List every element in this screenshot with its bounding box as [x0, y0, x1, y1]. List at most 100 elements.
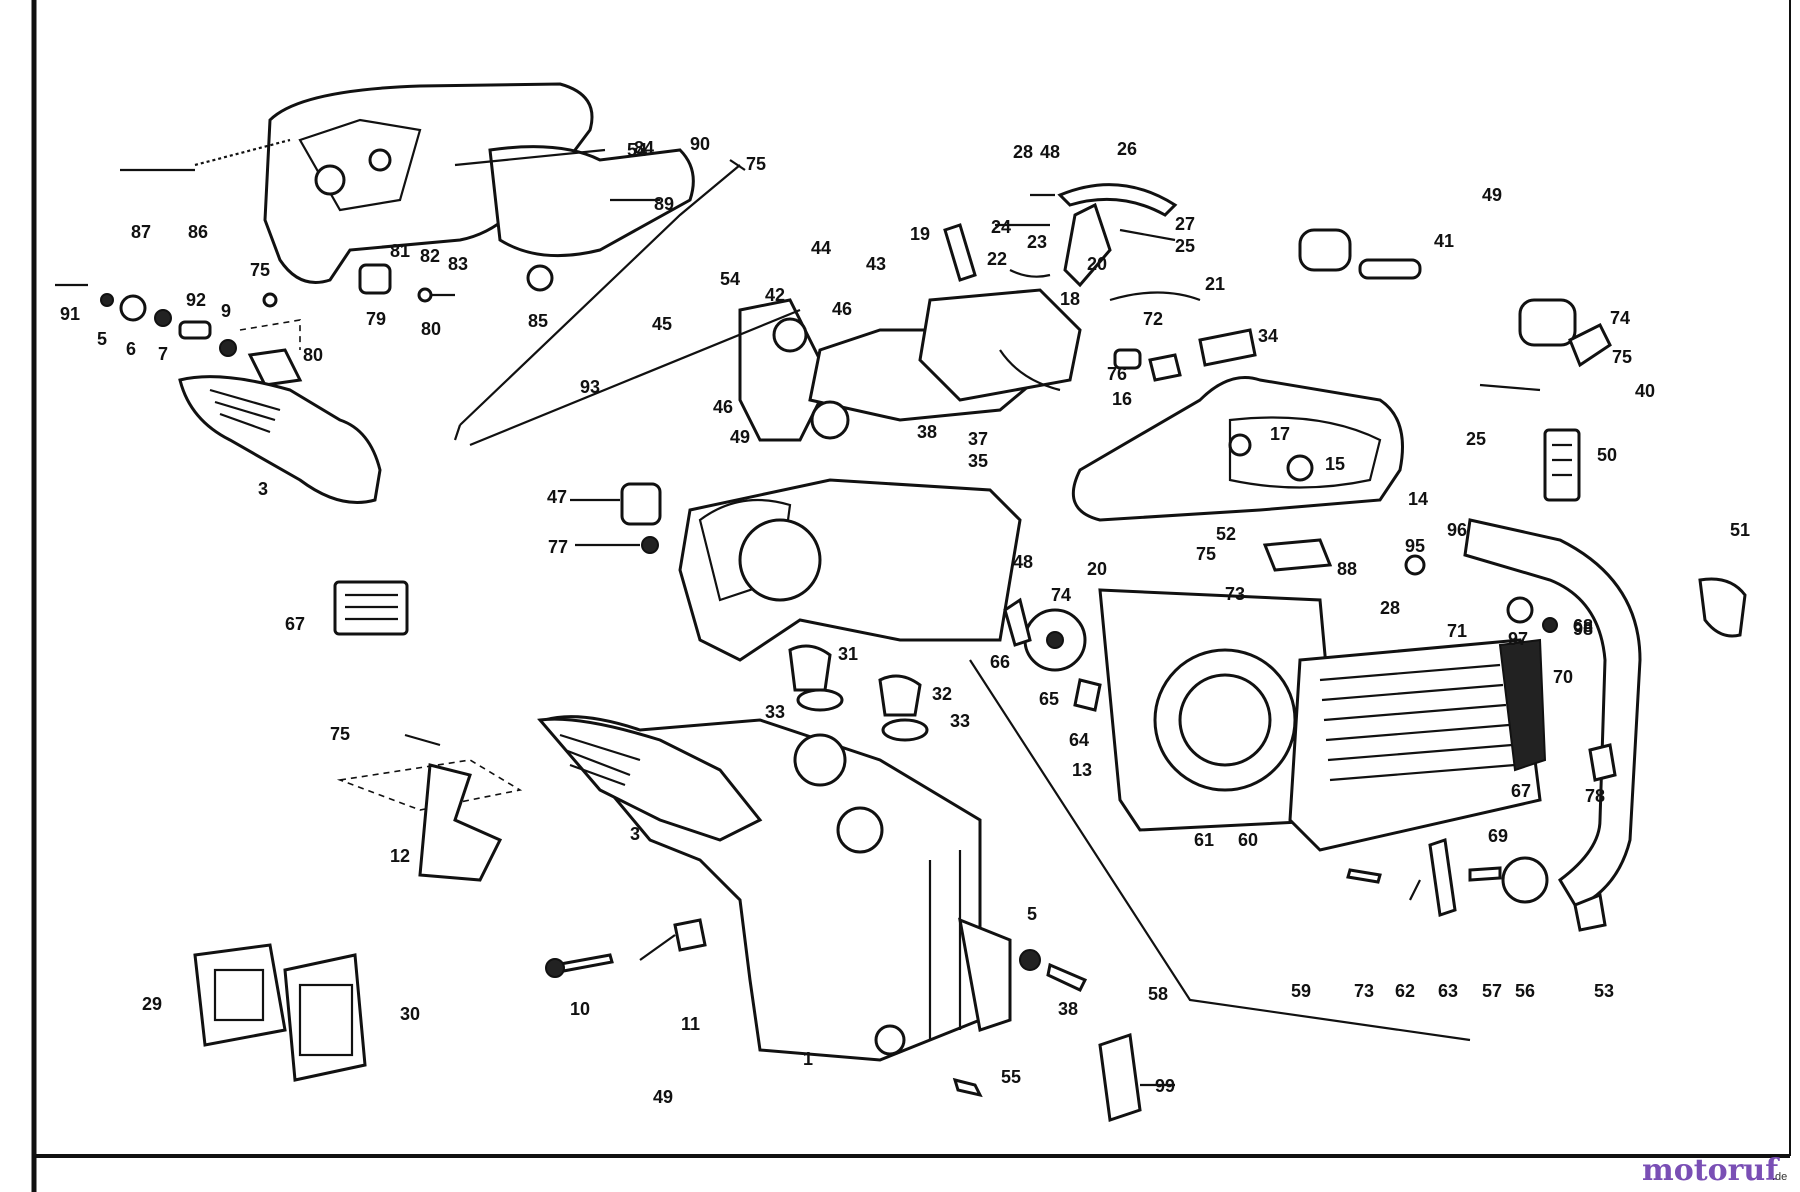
label-37: 37 [968, 429, 988, 449]
label-76: 76 [1107, 364, 1127, 384]
clip-11 [673, 918, 707, 952]
label-38: 38 [1058, 999, 1078, 1019]
label-49: 49 [730, 427, 750, 447]
label-79: 79 [366, 309, 386, 329]
part-31 [788, 644, 832, 692]
label-75: 75 [746, 154, 766, 174]
label-14: 14 [1408, 489, 1428, 509]
label-96: 96 [1447, 520, 1467, 540]
label-83: 83 [448, 254, 468, 274]
label-99: 99 [1155, 1076, 1175, 1096]
label-75: 75 [1612, 347, 1632, 367]
label-33: 33 [950, 711, 970, 731]
label-90: 90 [690, 134, 710, 154]
label-95: 95 [1405, 536, 1425, 556]
label-87: 87 [131, 222, 151, 242]
label-67: 67 [1511, 781, 1531, 801]
hand-guard-upper [178, 375, 382, 504]
label-19: 19 [910, 224, 930, 244]
label-42: 42 [765, 285, 785, 305]
label-48: 48 [1013, 552, 1033, 572]
label-6: 6 [126, 339, 136, 359]
label-89: 89 [654, 194, 674, 214]
label-54: 54 [720, 269, 740, 289]
label-20: 20 [1087, 254, 1107, 274]
knob-56 [1501, 856, 1549, 904]
label-80: 80 [421, 319, 441, 339]
label-17: 17 [1270, 424, 1290, 444]
gasket-30 [283, 953, 367, 1082]
label-30: 30 [400, 1004, 420, 1024]
part-number-labels: 1 3 3 5 5 6 7 9 10 11 12 13 14 15 16 17 … [60, 134, 1750, 1107]
label-41: 41 [1434, 231, 1454, 251]
label-27: 27 [1175, 214, 1195, 234]
label-23: 23 [1027, 232, 1047, 252]
handle-assembly [738, 288, 1082, 442]
label-54: 54 [627, 140, 647, 160]
label-50: 50 [1597, 445, 1617, 465]
label-33: 33 [765, 702, 785, 722]
label-15: 15 [1325, 454, 1345, 474]
label-86: 86 [188, 222, 208, 242]
label-48: 48 [1040, 142, 1060, 162]
label-16: 16 [1112, 389, 1132, 409]
part-32 [878, 674, 922, 717]
label-63: 63 [1438, 981, 1458, 1001]
label-66: 66 [990, 652, 1010, 672]
label-1: 1 [803, 1049, 813, 1069]
label-38: 38 [917, 422, 937, 442]
label-98: 98 [1573, 619, 1593, 639]
label-9: 9 [221, 301, 231, 321]
label-46: 46 [713, 397, 733, 417]
label-47: 47 [547, 487, 567, 507]
label-49: 49 [653, 1087, 673, 1107]
label-21: 21 [1205, 274, 1225, 294]
label-45: 45 [652, 314, 672, 334]
label-52: 52 [1216, 524, 1236, 544]
label-85: 85 [528, 311, 548, 331]
pad-50 [1543, 428, 1581, 502]
guide-58 [969, 659, 1471, 1042]
label-25: 25 [1175, 236, 1195, 256]
label-57: 57 [1482, 981, 1502, 1001]
label-69: 69 [1488, 826, 1508, 846]
screw-73 [1346, 868, 1382, 884]
label-70: 70 [1553, 667, 1573, 687]
lever-18 [1063, 202, 1112, 288]
grip-51 [1698, 577, 1747, 638]
part-66 [1003, 597, 1032, 647]
pin-57 [1468, 866, 1502, 882]
label-56: 56 [1515, 981, 1535, 1001]
label-73: 73 [1225, 584, 1245, 604]
part-99 [1098, 1033, 1142, 1122]
label-53: 53 [1594, 981, 1614, 1001]
label-7: 7 [158, 344, 168, 364]
label-18: 18 [1060, 289, 1080, 309]
label-25: 25 [1466, 429, 1486, 449]
label-61: 61 [1194, 830, 1214, 850]
label-65: 65 [1039, 689, 1059, 709]
label-5: 5 [1027, 904, 1037, 924]
label-60: 60 [1238, 830, 1258, 850]
label-40: 40 [1635, 381, 1655, 401]
upper-left-housing [120, 82, 746, 441]
label-3: 3 [258, 479, 268, 499]
bracket-26 [1057, 183, 1178, 217]
label-68: 68 [1573, 616, 1593, 636]
left-fasteners [55, 283, 303, 387]
label-67: 67 [285, 614, 305, 634]
label-74: 74 [1610, 308, 1630, 328]
starter-assembly [1098, 588, 1547, 852]
label-22: 22 [987, 249, 1007, 269]
label-92: 92 [186, 290, 206, 310]
label-3: 3 [630, 824, 640, 844]
label-97: 97 [1508, 629, 1528, 649]
label-88: 88 [1337, 559, 1357, 579]
watermark: motoruf .de [1642, 1153, 1787, 1188]
label-11: 11 [681, 1014, 700, 1034]
label-5: 5 [97, 329, 107, 349]
cap-53 [1573, 892, 1607, 932]
part-76 [1148, 353, 1182, 382]
label-12: 12 [390, 846, 410, 866]
